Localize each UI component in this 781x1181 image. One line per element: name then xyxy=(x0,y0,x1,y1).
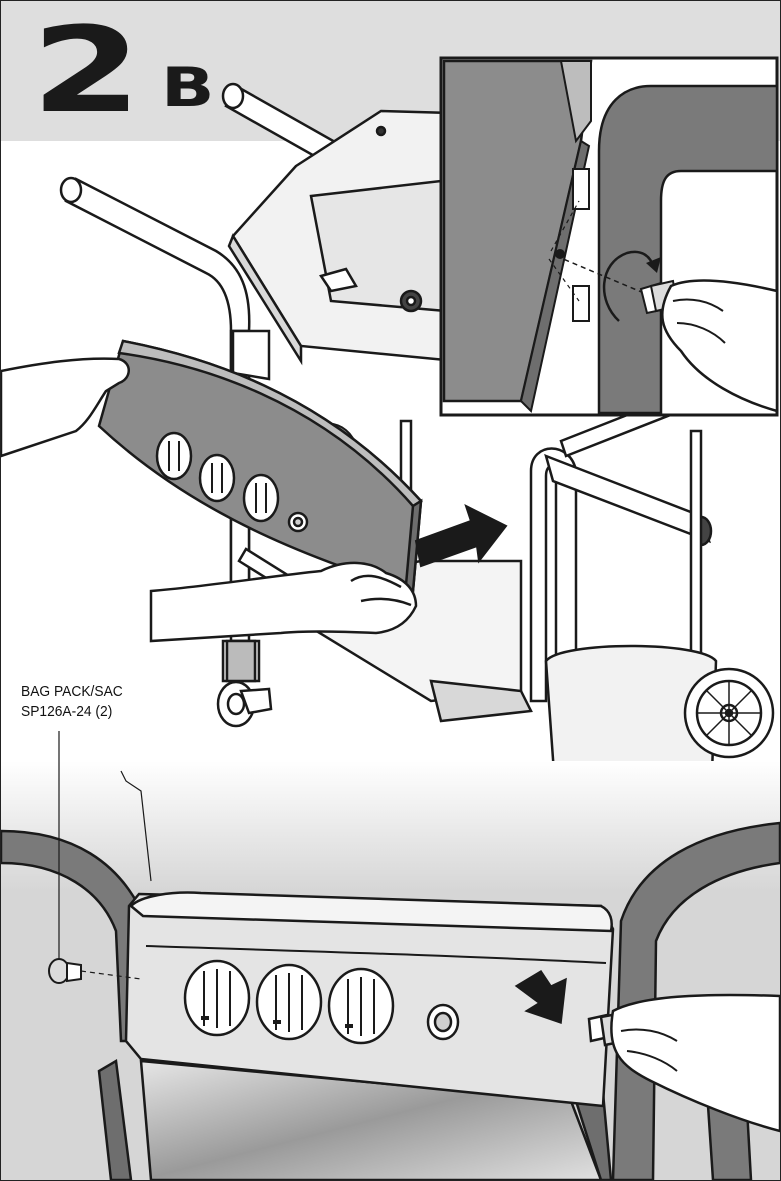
knob-grips-top xyxy=(168,441,267,513)
hands-top xyxy=(1,357,418,643)
detail-inset xyxy=(439,56,779,417)
knob-pointers-bottom xyxy=(201,1016,353,1028)
step-letter: B xyxy=(161,56,215,119)
outline-stroke xyxy=(120,770,152,882)
callout-label-line2: SP126A-24 (2) xyxy=(21,703,113,720)
bottom-scene-background xyxy=(1,761,780,891)
push-arrow-icon xyxy=(414,504,508,568)
hand-bottom xyxy=(587,993,780,1133)
callout-label-line1: BAG PACK/SAC xyxy=(21,683,123,700)
step-number: 2 xyxy=(31,1,142,139)
thumb-bolt-callout xyxy=(48,958,82,984)
pull-arrow-icon xyxy=(514,969,567,1025)
rotate-arrow-icon xyxy=(602,250,661,322)
callout-leader xyxy=(58,731,142,980)
